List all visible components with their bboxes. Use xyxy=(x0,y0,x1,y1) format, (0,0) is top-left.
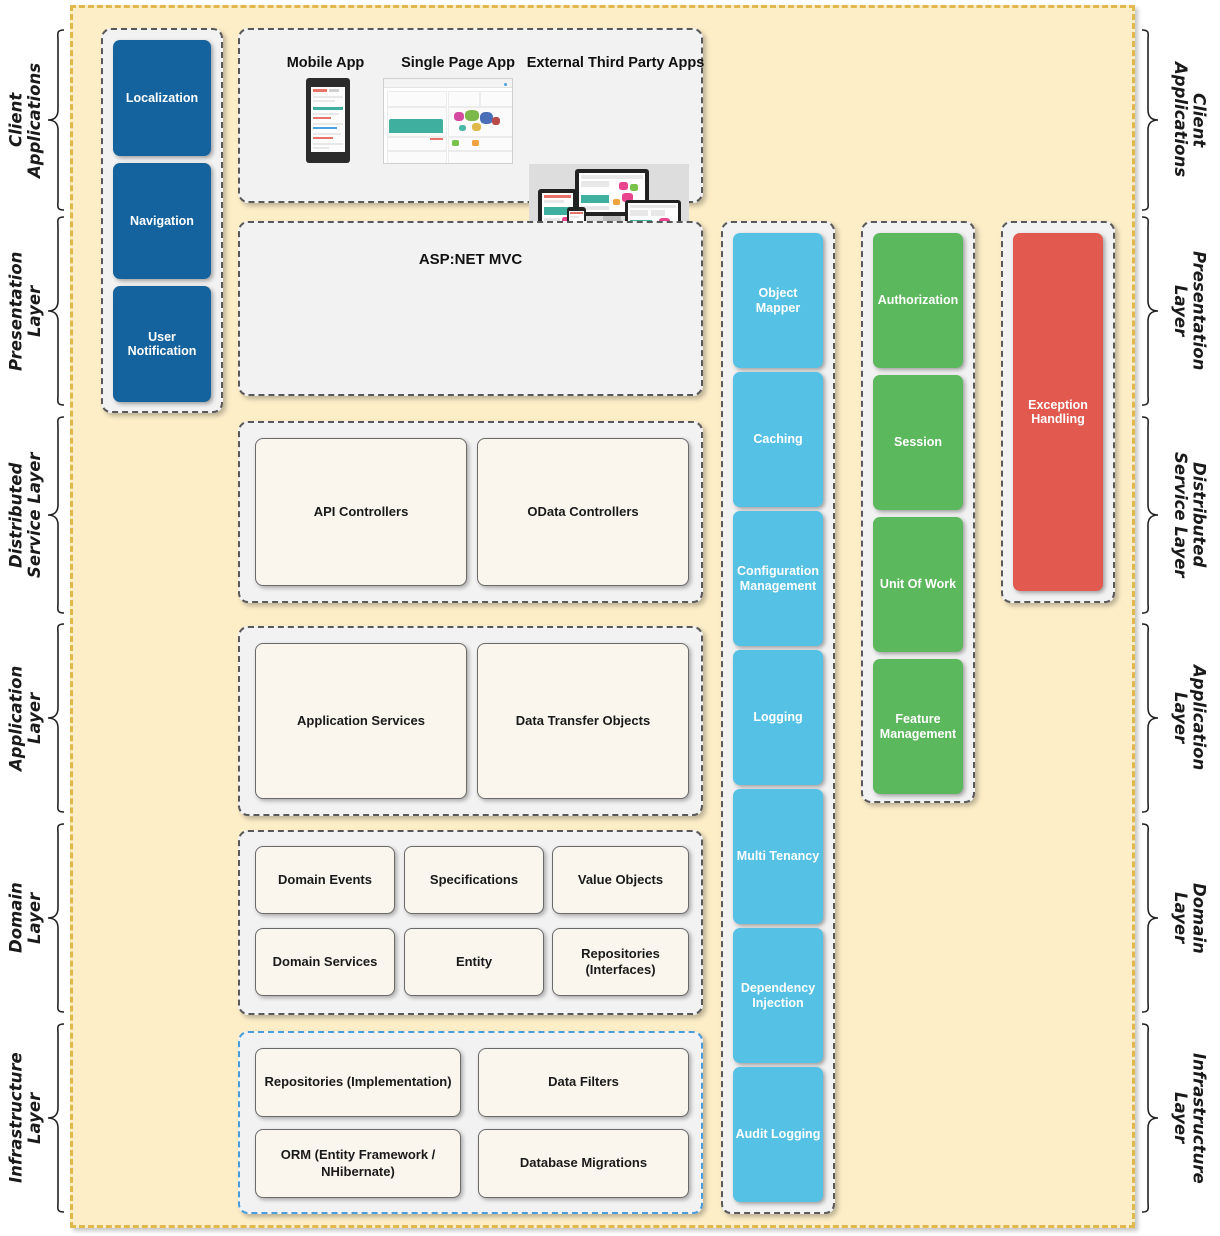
box-odata-controllers[interactable]: OData Controllers xyxy=(477,438,689,586)
chip-exception-handling[interactable]: Exception Handling xyxy=(1013,233,1103,591)
box-database-migrations[interactable]: Database Migrations xyxy=(478,1129,689,1198)
brace-icon xyxy=(1141,823,1159,1013)
aspnet-mvc-title: ASP:NET MVC xyxy=(418,251,523,268)
left-layer-label-client-applications: Client Applications xyxy=(2,28,66,212)
client-app-caption-external: External Third Party Apps xyxy=(526,55,705,71)
right-layer-label-application-layer: Application Layer xyxy=(1140,622,1218,814)
box-repositories-implementation[interactable]: Repositories (Implementation) xyxy=(255,1048,461,1117)
box-data-transfer-objects[interactable]: Data Transfer Objects xyxy=(477,643,689,799)
left-layer-label-application-layer: Application Layer xyxy=(2,622,66,814)
architecture-canvas: Localization Navigation User Notificatio… xyxy=(70,5,1135,1228)
box-specifications[interactable]: Specifications xyxy=(404,846,544,914)
right-layer-label-client-applications: Client Applications xyxy=(1140,28,1218,212)
right-layer-label-text: Domain Layer xyxy=(1171,882,1209,954)
chip-object-mapper[interactable]: Object Mapper xyxy=(733,233,823,368)
client-app-caption-mobile: Mobile App xyxy=(286,55,365,71)
left-layer-label-text: Client Applications xyxy=(6,62,44,178)
box-entity[interactable]: Entity xyxy=(404,928,544,996)
phone-screen xyxy=(311,87,345,152)
left-layer-label-text: Distributed Service Layer xyxy=(6,452,44,578)
box-data-filters[interactable]: Data Filters xyxy=(478,1048,689,1117)
chip-session[interactable]: Session xyxy=(873,375,963,510)
chip-audit-logging[interactable]: Audit Logging xyxy=(733,1067,823,1202)
phone-thumbnail xyxy=(306,78,350,163)
chip-multi-tenancy[interactable]: Multi Tenancy xyxy=(733,789,823,924)
presentation-layer-panel xyxy=(238,221,703,396)
chip-logging[interactable]: Logging xyxy=(733,650,823,785)
chip-configuration-management[interactable]: Configuration Management xyxy=(733,511,823,646)
right-layer-label-text: Application Layer xyxy=(1171,665,1209,771)
right-layer-label-distributed-service-layer: Distributed Service Layer xyxy=(1140,415,1218,615)
brace-icon xyxy=(1141,416,1159,614)
thumb-topbar xyxy=(384,79,512,88)
left-layer-label-infrastructure-layer: Infrastructure Layer xyxy=(2,1022,66,1214)
left-layer-label-distributed-service-layer: Distributed Service Layer xyxy=(2,415,66,615)
chip-authorization[interactable]: Authorization xyxy=(873,233,963,368)
box-application-services[interactable]: Application Services xyxy=(255,643,467,799)
box-domain-services[interactable]: Domain Services xyxy=(255,928,395,996)
chip-feature-management[interactable]: Feature Management xyxy=(873,659,963,794)
client-app-caption-spa: Single Page App xyxy=(401,55,515,71)
brace-icon xyxy=(47,823,65,1013)
brace-icon xyxy=(1141,1023,1159,1213)
brace-icon xyxy=(1141,29,1159,211)
right-layer-label-presentation-layer: Presentation Layer xyxy=(1140,215,1218,407)
right-layer-label-domain-layer: Domain Layer xyxy=(1140,822,1218,1014)
left-layer-label-text: Application Layer xyxy=(6,665,44,771)
chip-user-notification[interactable]: User Notification xyxy=(113,286,211,402)
right-layer-label-infrastructure-layer: Infrastructure Layer xyxy=(1140,1022,1218,1214)
brace-icon xyxy=(47,216,65,406)
right-layer-label-text: Infrastructure Layer xyxy=(1171,1052,1209,1184)
left-layer-label-presentation-layer: Presentation Layer xyxy=(2,215,66,407)
right-layer-label-text: Client Applications xyxy=(1171,62,1209,178)
box-repositories-interfaces[interactable]: Repositories (Interfaces) xyxy=(552,928,689,996)
brace-icon xyxy=(47,623,65,813)
left-layer-label-text: Infrastructure Layer xyxy=(6,1052,44,1184)
chip-dependency-injection[interactable]: Dependency Injection xyxy=(733,928,823,1063)
brace-icon xyxy=(1141,216,1159,406)
chip-localization[interactable]: Localization xyxy=(113,40,211,156)
chip-navigation[interactable]: Navigation xyxy=(113,163,211,279)
dashboard-thumbnail-spa xyxy=(383,78,513,164)
chip-caching[interactable]: Caching xyxy=(733,372,823,507)
brace-icon xyxy=(47,1023,65,1213)
left-layer-label-domain-layer: Domain Layer xyxy=(2,822,66,1014)
box-orm[interactable]: ORM (Entity Framework / NHibernate) xyxy=(255,1129,461,1198)
left-layer-label-text: Presentation Layer xyxy=(6,251,44,371)
brace-icon xyxy=(47,416,65,614)
box-domain-events[interactable]: Domain Events xyxy=(255,846,395,914)
right-layer-label-text: Distributed Service Layer xyxy=(1171,452,1209,578)
left-layer-label-text: Domain Layer xyxy=(6,882,44,954)
right-layer-label-text: Presentation Layer xyxy=(1171,251,1209,371)
box-api-controllers[interactable]: API Controllers xyxy=(255,438,467,586)
box-value-objects[interactable]: Value Objects xyxy=(552,846,689,914)
brace-icon xyxy=(1141,623,1159,813)
brace-icon xyxy=(47,29,65,211)
chip-unit-of-work[interactable]: Unit Of Work xyxy=(873,517,963,652)
